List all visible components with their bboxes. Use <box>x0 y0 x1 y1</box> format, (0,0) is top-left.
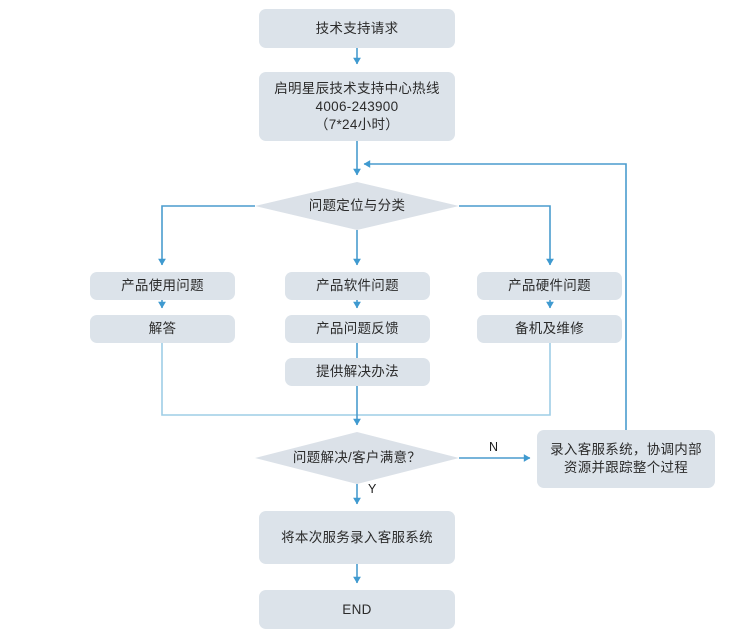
node-resolved-decision-label: 问题解决/客户满意？ <box>292 450 422 465</box>
node-usage-issue[interactable]: 产品使用问题 <box>90 272 235 300</box>
node-product-feedback-label: 产品问题反馈 <box>316 321 399 336</box>
node-provide-solution-label: 提供解决办法 <box>316 364 399 379</box>
node-answer-label: 解答 <box>148 321 177 336</box>
node-product-feedback[interactable]: 产品问题反馈 <box>285 315 430 343</box>
edge-label-no: N <box>489 440 499 454</box>
node-record-service-label: 将本次服务录入客服系统 <box>281 529 433 545</box>
node-triage[interactable]: 问题定位与分类 <box>255 182 459 230</box>
node-hardware-issue-label: 产品硬件问题 <box>508 278 591 293</box>
node-triage-label: 问题定位与分类 <box>308 198 406 213</box>
diamond-shape <box>255 182 459 230</box>
node-end-label: END <box>342 601 372 617</box>
edge-triage-to-usage <box>158 205 255 266</box>
node-hotline-label: 启明星辰技术支持中心热线 4006-243900 （7*24小时） <box>274 80 440 132</box>
node-answer[interactable]: 解答 <box>90 315 235 343</box>
node-provide-solution[interactable]: 提供解决办法 <box>285 358 430 386</box>
node-hotline[interactable]: 启明星辰技术支持中心热线 4006-243900 （7*24小时） <box>259 72 455 141</box>
node-record-service[interactable]: 将本次服务录入客服系统 <box>259 511 455 564</box>
diamond-shape <box>255 432 459 484</box>
node-spare-and-repair[interactable]: 备机及维修 <box>477 315 622 343</box>
node-start-label: 技术支持请求 <box>315 20 399 36</box>
edge-label-yes: Y <box>368 482 377 496</box>
edge-triage-to-hardware <box>459 205 554 266</box>
node-escalate-label: 录入客服系统，协调内部 资源并跟踪整个过程 <box>550 442 702 475</box>
node-hardware-issue[interactable]: 产品硬件问题 <box>477 272 622 300</box>
node-resolved-decision[interactable]: 问题解决/客户满意？ <box>255 432 459 484</box>
node-usage-issue-label: 产品使用问题 <box>121 278 204 293</box>
node-software-issue-label: 产品软件问题 <box>316 278 399 293</box>
node-end[interactable]: END <box>259 590 455 629</box>
node-start[interactable]: 技术支持请求 <box>259 9 455 48</box>
node-software-issue[interactable]: 产品软件问题 <box>285 272 430 300</box>
node-escalate[interactable]: 录入客服系统，协调内部 资源并跟踪整个过程 <box>537 430 715 488</box>
node-spare-and-repair-label: 备机及维修 <box>515 321 584 336</box>
